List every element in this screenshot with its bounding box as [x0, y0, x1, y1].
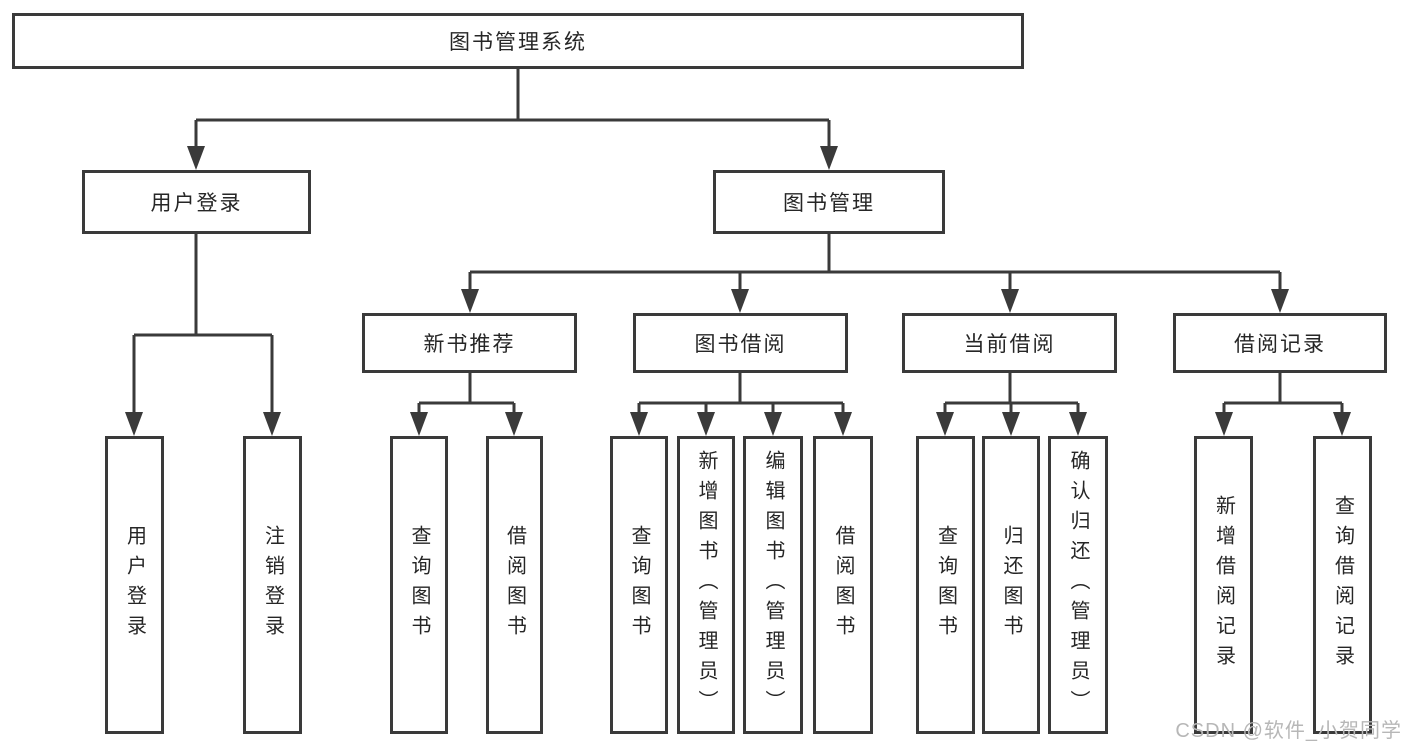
leaf-label: 用户登录	[123, 525, 146, 645]
leaf-label: 查询图书	[934, 525, 957, 645]
leaf-label: 借阅图书	[503, 525, 526, 645]
leaf-query-books: 查询图书	[390, 436, 448, 734]
leaf-add-book-admin: 新增图书（管理员）	[677, 436, 735, 734]
node-label: 新书推荐	[423, 333, 516, 356]
leaf-borrow-books: 借阅图书	[813, 436, 873, 734]
leaf-confirm-return-admin: 确认归还（管理员）	[1048, 436, 1108, 734]
node-book-borrow: 图书借阅	[633, 313, 848, 373]
leaf-label: 借阅图书	[832, 525, 854, 645]
leaf-edit-book-admin: 编辑图书（管理员）	[743, 436, 803, 734]
node-current-borrow: 当前借阅	[902, 313, 1117, 373]
leaf-add-borrow-record: 新增借阅记录	[1194, 436, 1253, 734]
node-user-login-branch: 用户登录	[82, 170, 311, 234]
node-new-book-recommend: 新书推荐	[362, 313, 577, 373]
node-label: 用户登录	[150, 192, 243, 215]
leaf-label: 查询借阅记录	[1331, 495, 1354, 675]
leaf-label: 确认归还（管理员）	[1067, 450, 1089, 720]
node-label: 图书管理	[783, 192, 875, 215]
leaf-label: 新增借阅记录	[1212, 495, 1235, 675]
leaf-label: 注销登录	[261, 525, 284, 645]
arrowheads	[125, 146, 1351, 436]
node-borrow-records: 借阅记录	[1173, 313, 1387, 373]
leaf-query-borrow-record: 查询借阅记录	[1313, 436, 1372, 734]
leaf-logout: 注销登录	[243, 436, 302, 734]
leaf-label: 编辑图书（管理员）	[762, 450, 784, 720]
leaf-return-book: 归还图书	[982, 436, 1040, 734]
node-book-management-branch: 图书管理	[713, 170, 945, 234]
leaf-borrow-books: 借阅图书	[486, 436, 543, 734]
node-system-root: 图书管理系统	[12, 13, 1024, 69]
leaf-label: 新增图书（管理员）	[695, 450, 717, 720]
node-label: 当前借阅	[963, 333, 1056, 356]
node-label: 借阅记录	[1234, 333, 1326, 356]
csdn-watermark: CSDN @软件_小贺同学	[1175, 720, 1402, 742]
node-label: 图书管理系统	[449, 31, 587, 54]
leaf-label: 查询图书	[628, 525, 650, 645]
leaf-label: 归还图书	[1000, 525, 1022, 645]
leaf-query-books: 查询图书	[610, 436, 668, 734]
leaf-user-login: 用户登录	[105, 436, 164, 734]
node-label: 图书借阅	[694, 333, 787, 356]
leaf-query-books: 查询图书	[916, 436, 975, 734]
leaf-label: 查询图书	[408, 525, 430, 645]
